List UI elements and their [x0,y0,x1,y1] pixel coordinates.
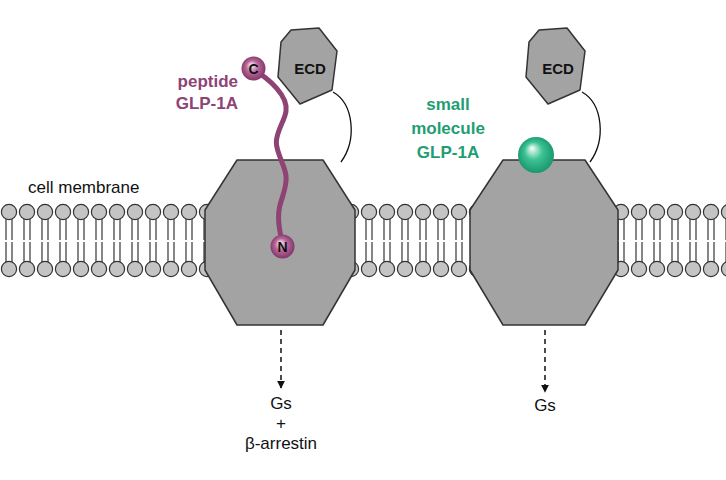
small-molecule-ball [518,137,554,173]
peptide-terminus: C [241,56,266,81]
terminus-letter: N [277,239,287,255]
terminus-letter: C [248,61,258,77]
pathway-label: + [251,413,311,435]
peptide-terminus: N [270,234,295,259]
domain-name: ECD [542,60,574,77]
receptor-body [470,160,618,325]
domain-name: ECD [294,60,326,77]
extracellular-domain: ECD [275,27,339,106]
pathway-label: β-arrestin [226,433,336,455]
signal-arrow [544,330,546,392]
membrane-label: cell membrane [28,177,168,199]
signal-arrow [280,330,282,388]
ecd-linker [582,92,600,162]
ecd-linker [333,92,351,162]
ecd-outline [278,28,337,104]
pathway-label: Gs [515,395,575,417]
extracellular-domain: ECD [523,27,587,106]
ecd-outline [526,28,585,104]
terminus-circle [271,235,295,259]
agonist-label: small molecule GLP-1A [404,93,492,165]
agonist-label: peptide GLP-1A [166,71,238,115]
terminus-circle [242,57,266,81]
peptide-chain [263,76,286,234]
pathway-label: Gs [251,393,311,415]
receptor-body [205,160,355,325]
